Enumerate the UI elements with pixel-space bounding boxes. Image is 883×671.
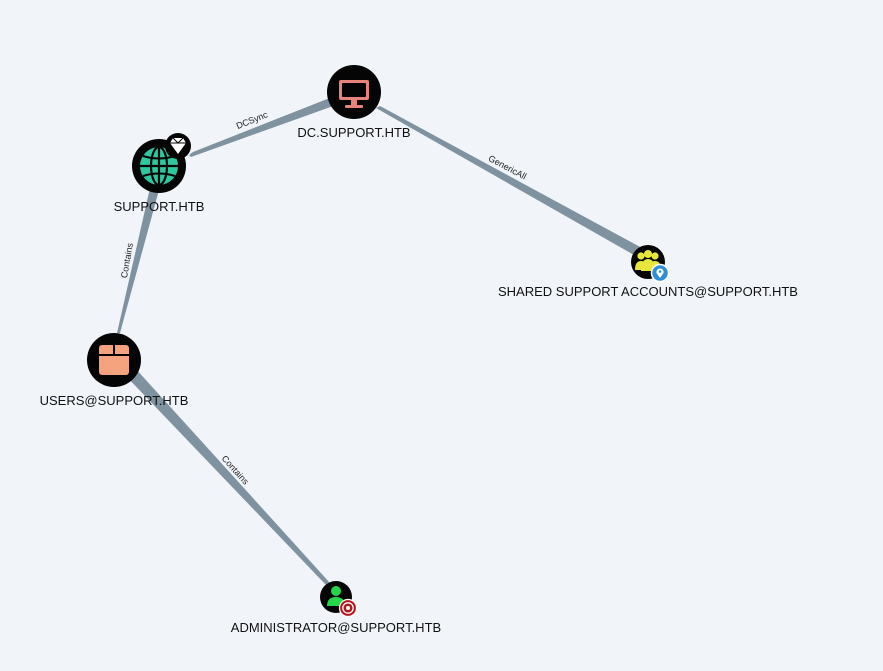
node-support-htb[interactable]: SUPPORT.HTB [114,133,205,214]
node-dc-support-htb[interactable]: DC.SUPPORT.HTB [297,65,411,140]
node-label-shared: SHARED SUPPORT ACCOUNTS@SUPPORT.HTB [498,284,798,299]
edge-genericall[interactable]: GenericAll [376,106,642,255]
target-icon [338,598,358,618]
container-icon [99,345,129,375]
node-label-domain: SUPPORT.HTB [114,199,205,214]
node-label-dc: DC.SUPPORT.HTB [297,125,410,140]
node-users-support-htb[interactable]: USERS@SUPPORT.HTB [40,333,189,408]
computer-icon [339,80,369,108]
gem-icon [165,133,191,159]
node-label-admin: ADMINISTRATOR@SUPPORT.HTB [231,620,441,635]
node-label-users: USERS@SUPPORT.HTB [40,393,189,408]
node-administrator-support-htb[interactable]: ADMINISTRATOR@SUPPORT.HTB [231,581,441,635]
node-shared-support-accounts[interactable]: SHARED SUPPORT ACCOUNTS@SUPPORT.HTB [498,245,798,299]
map-pin-icon [650,263,670,283]
globe-icon [140,145,178,187]
